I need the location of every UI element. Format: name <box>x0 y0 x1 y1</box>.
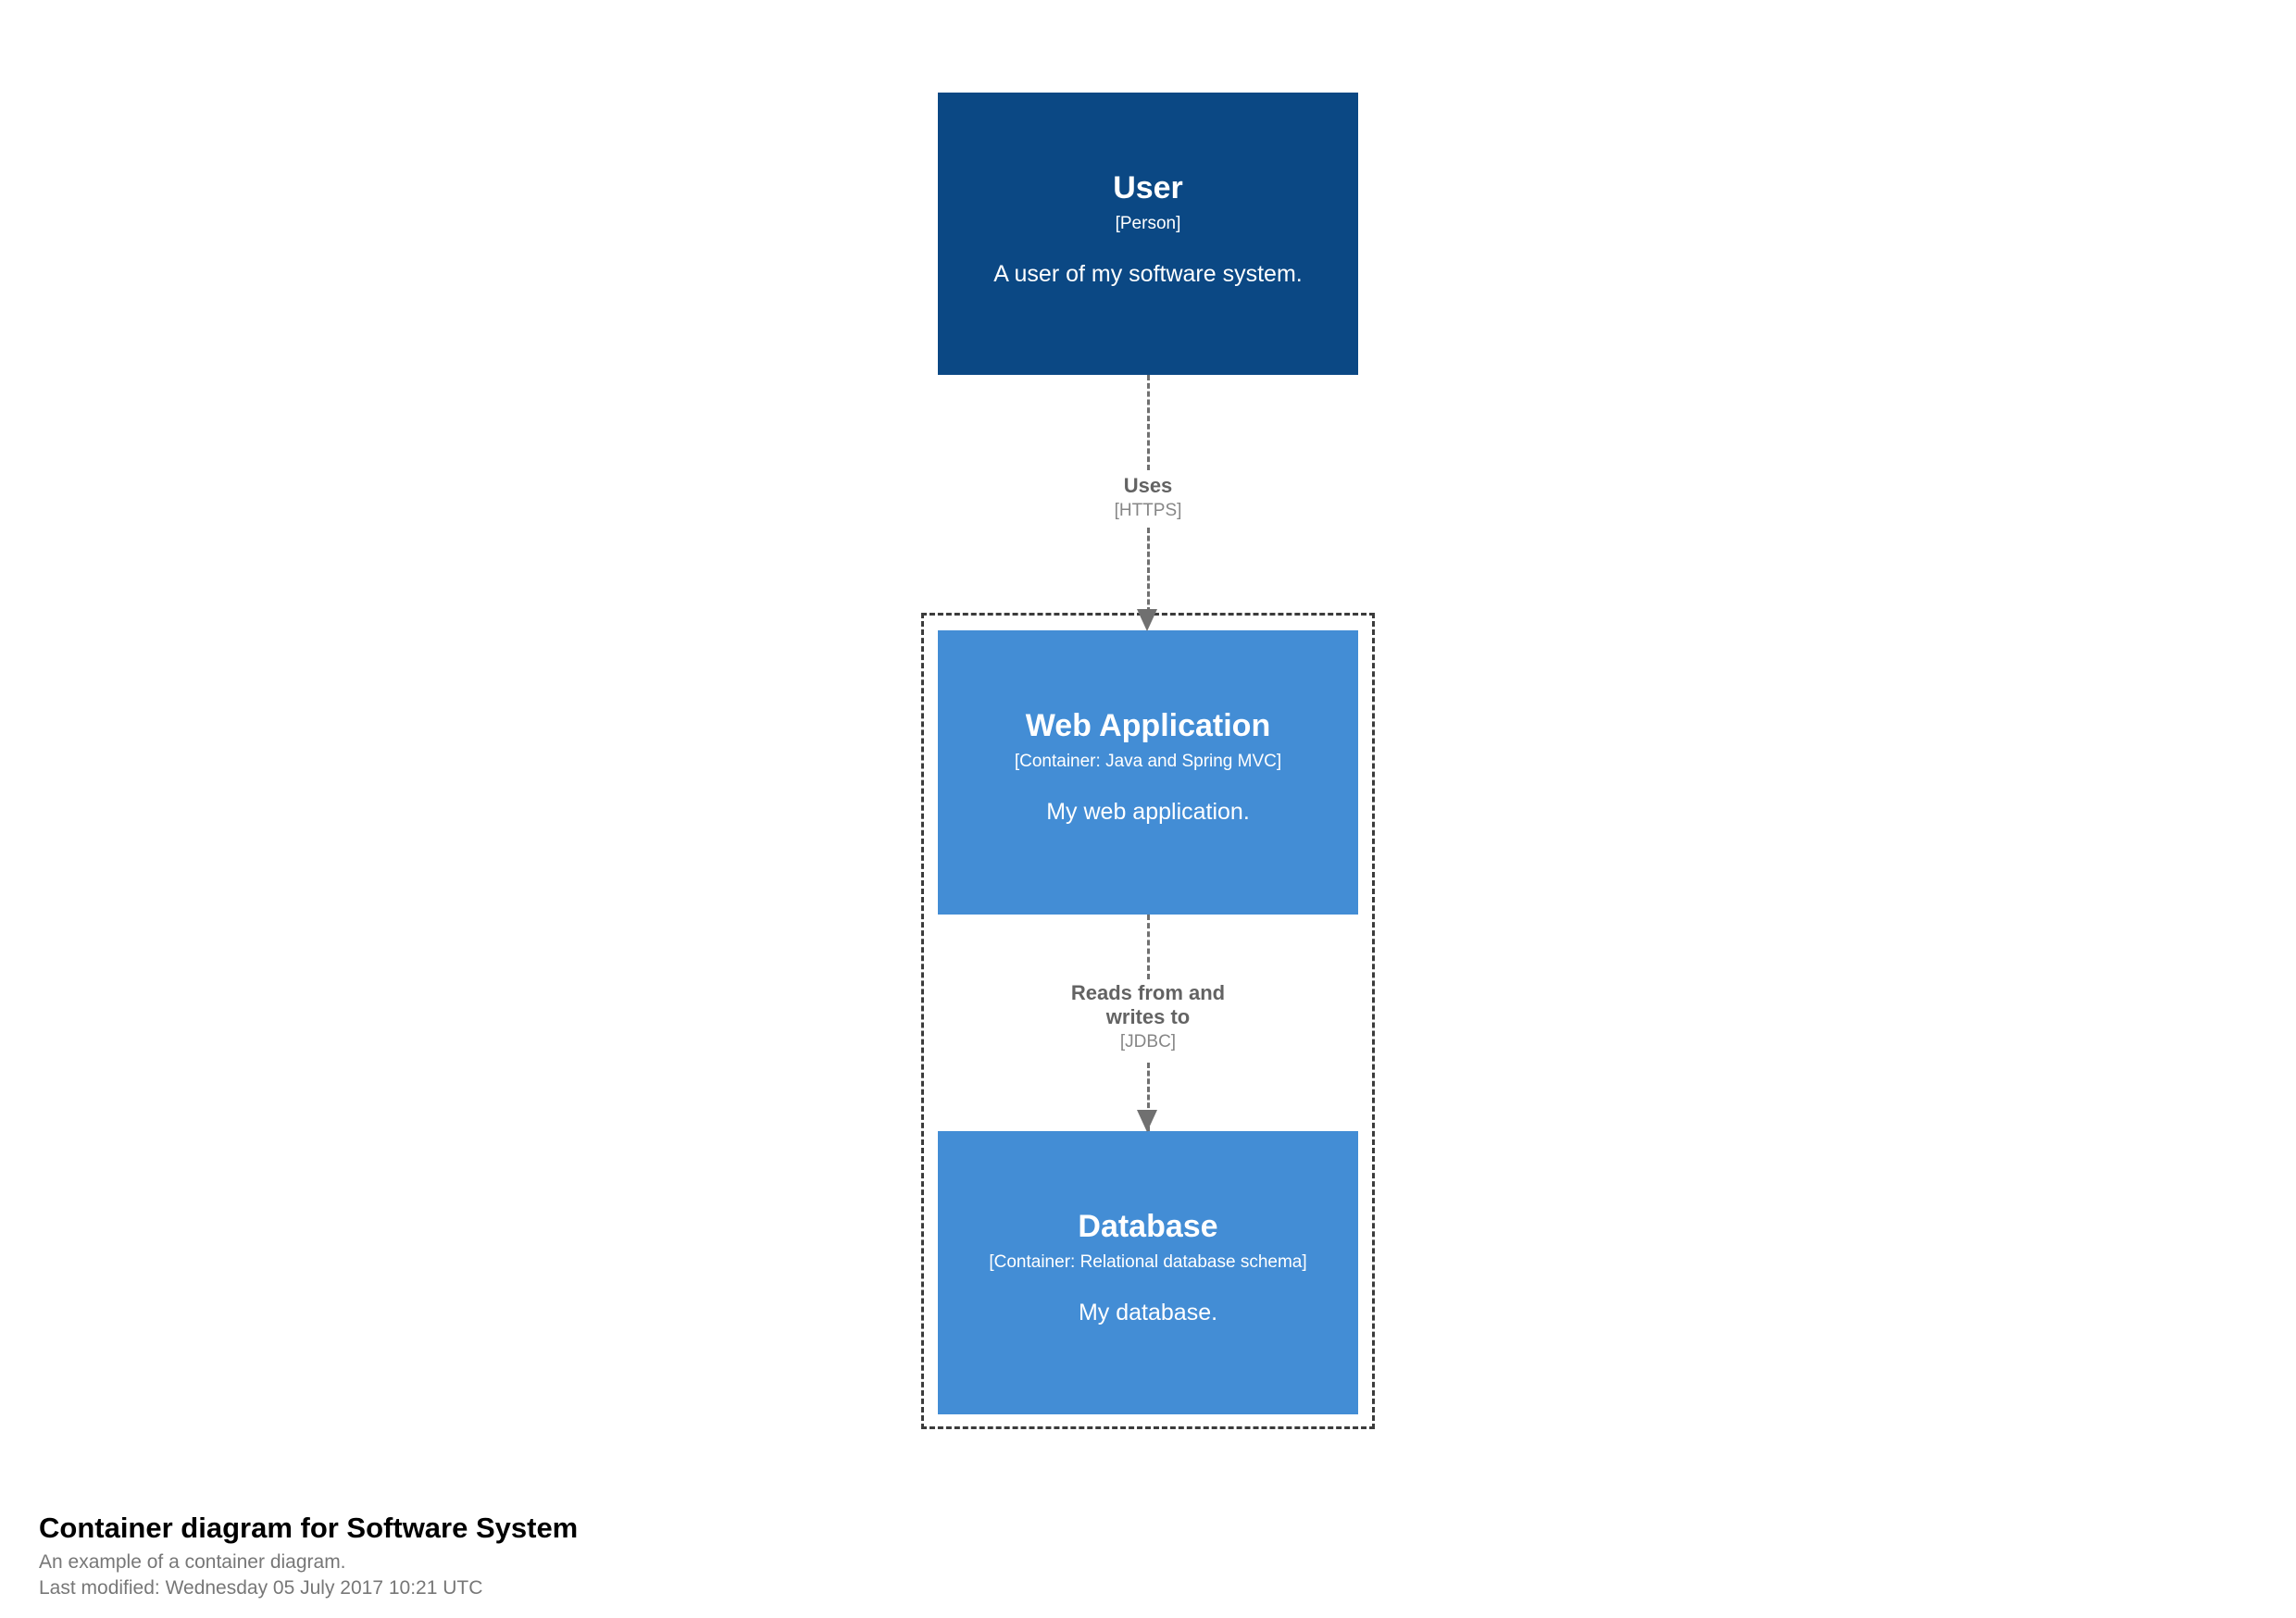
element-user-description: A user of my software system. <box>993 260 1303 287</box>
element-user-meta: [Person] <box>1115 214 1181 234</box>
relationship-reads-writes-technology: [JDBC] <box>1119 1031 1177 1052</box>
element-web-application-text: Web Application [Container: Java and Spr… <box>938 708 1358 827</box>
relationship-reads-writes-line-lower <box>1147 1063 1150 1132</box>
diagram-title: Container diagram for Software System <box>39 1512 579 1544</box>
relationship-uses-line-upper <box>1147 375 1150 470</box>
element-user-name: User <box>1113 170 1183 205</box>
relationship-uses-label: Uses [HTTPS] <box>1009 474 1287 521</box>
element-user-text: User [Person] A user of my software syst… <box>938 170 1358 289</box>
element-database-description: My database. <box>1078 1299 1218 1326</box>
element-database-meta: [Container: Relational database schema] <box>989 1252 1307 1273</box>
element-user[interactable]: User [Person] A user of my software syst… <box>938 93 1358 375</box>
relationship-uses-line-lower <box>1147 528 1150 613</box>
element-database[interactable]: Database [Container: Relational database… <box>938 1131 1358 1414</box>
relationship-uses-technology: [HTTPS] <box>1114 500 1182 520</box>
element-web-application-name: Web Application <box>1025 708 1271 743</box>
relationship-reads-writes-line-upper <box>1147 915 1150 979</box>
element-web-application-description: My web application. <box>1046 798 1250 825</box>
element-database-text: Database [Container: Relational database… <box>938 1209 1358 1327</box>
diagram-caption: Container diagram for Software System An… <box>39 1511 1150 1601</box>
element-database-name: Database <box>1078 1209 1218 1244</box>
relationship-uses-arrowhead-icon <box>1137 609 1157 631</box>
element-web-application-meta: [Container: Java and Spring MVC] <box>1014 752 1282 772</box>
diagram-last-modified: Last modified: Wednesday 05 July 2017 10… <box>39 1577 483 1599</box>
diagram-subtitle: An example of a container diagram. <box>39 1551 346 1574</box>
element-web-application[interactable]: Web Application [Container: Java and Spr… <box>938 630 1358 915</box>
relationship-uses-description: Uses <box>1123 474 1173 497</box>
relationship-reads-writes-arrowhead-icon <box>1137 1110 1157 1132</box>
